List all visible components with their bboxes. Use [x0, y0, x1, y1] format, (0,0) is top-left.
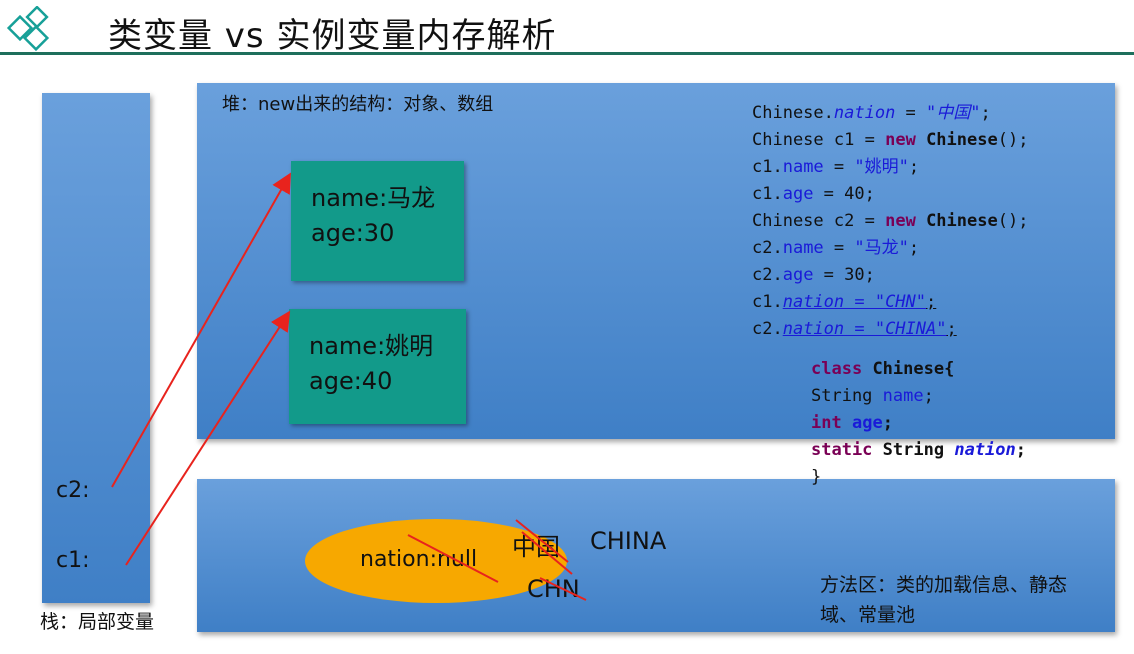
code-line: c2.age = 30; [752, 265, 875, 285]
code-line: Chinese c1 = new Chinese(); [752, 130, 1029, 150]
title-divider [0, 52, 1134, 55]
arrow-c1-to-object [125, 310, 291, 566]
static-field-label: nation:null [360, 547, 478, 572]
arrow-c2-to-object [111, 172, 291, 488]
heap-object-malong: name:马龙 age:30 [291, 161, 464, 281]
heap-caption: 堆：new出来的结构：对象、数组 [222, 94, 494, 115]
code-line: c2.name = "马龙"; [752, 238, 920, 258]
code-line: c2.nation = "CHINA"; [752, 319, 957, 339]
stack-var-c1: c1: [56, 548, 90, 573]
page-title: 类变量 vs 实例变量内存解析 [108, 16, 557, 56]
code-line: int age; [811, 413, 893, 433]
strike-line [539, 577, 587, 601]
code-snippet: Chinese.nation = "中国"; Chinese c1 = new C… [752, 100, 1028, 343]
code-line: class Chinese{ [811, 359, 955, 379]
diamond-logo-icon [6, 6, 50, 52]
code-line: Chinese c2 = new Chinese(); [752, 211, 1029, 231]
code-line: static String nation; [811, 440, 1027, 460]
value-chn: CHN [527, 575, 580, 603]
object-age-field: age:30 [311, 219, 395, 247]
value-china: CHINA [590, 527, 667, 555]
strike-line [407, 534, 499, 583]
object-age-field: age:40 [309, 367, 393, 395]
method-area-caption: 方法区：类的加载信息、静态域、常量池 [820, 574, 1068, 626]
stack-var-c2: c2: [56, 478, 90, 503]
stack-panel [42, 93, 150, 603]
strike-line [515, 519, 569, 563]
object-name-field: name:姚明 [309, 332, 434, 360]
strike-line [521, 531, 573, 575]
class-definition: class Chinese{ String name; int age; static… [811, 356, 1026, 491]
code-line: Chinese.nation = "中国"; [752, 103, 991, 123]
code-line: c1.name = "姚明"; [752, 157, 920, 177]
code-line: c1.nation = "CHN"; [752, 292, 937, 312]
stack-caption: 栈：局部变量 [40, 611, 155, 633]
code-line: String name; [811, 386, 934, 406]
code-line: } [811, 467, 822, 487]
heap-object-yaoming: name:姚明 age:40 [289, 309, 466, 424]
object-name-field: name:马龙 [311, 184, 436, 212]
code-line: c1.age = 40; [752, 184, 875, 204]
